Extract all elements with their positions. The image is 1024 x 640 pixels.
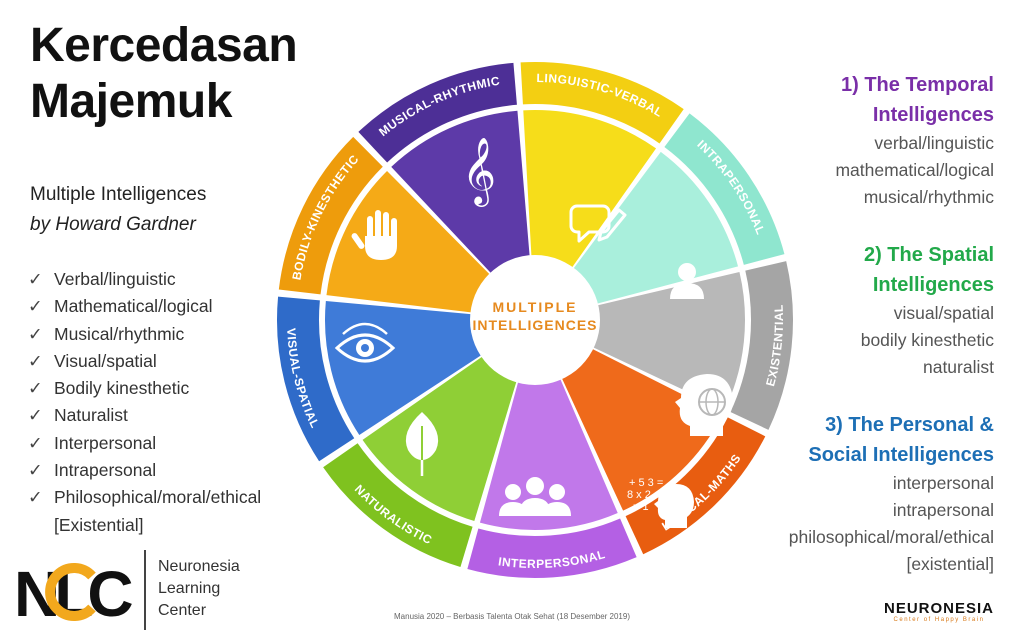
list-item: ✓ Naturalist <box>28 402 261 429</box>
group-icon <box>499 477 571 516</box>
head-globe-icon <box>675 374 733 436</box>
wheel-band-linguistic-verbal <box>520 62 684 144</box>
wheel-center-line-1: MULTIPLE <box>493 299 578 315</box>
treble-clef-icon: 𝄞 <box>462 136 496 207</box>
math-text-1: + 5 3 = <box>629 477 663 489</box>
list-item: ✓ Interpersonal <box>28 430 261 457</box>
group-item: naturalist <box>922 357 994 377</box>
check-icon: ✓ <box>28 460 43 481</box>
subtitle: Multiple Intelligences by Howard Gardner <box>30 180 206 240</box>
group-item: [existential] <box>906 554 994 574</box>
logo-divider <box>144 550 146 630</box>
group-heading: 2) The Spatial Intelligences <box>861 240 994 300</box>
group-heading-line-2: Intelligences <box>872 104 994 126</box>
wheel-segment-logical-maths <box>558 344 723 511</box>
list-item-label: Philosophical/moral/ethical <box>54 487 262 508</box>
check-icon: ✓ <box>28 269 43 289</box>
hand-icon <box>351 210 397 260</box>
check-icon: ✓ <box>28 432 43 453</box>
group-item: visual/spatial <box>893 303 994 323</box>
list-item-label: Mathematical/logical <box>54 296 213 317</box>
wheel-band-logical-maths <box>625 417 766 555</box>
list-item-label: Visual/spatial <box>54 350 157 371</box>
check-icon: ✓ <box>28 323 43 344</box>
speech-pencil-icon <box>569 204 627 243</box>
logo-line-2: Learning <box>158 580 221 597</box>
group-item: musical/rhythmic <box>863 187 994 207</box>
neuronesia-brand: NEURONESIA Center of Happy Brain <box>884 600 994 623</box>
list-item: ✓ Intrapersonal <box>28 457 261 484</box>
wheel-band-visual-spatial <box>277 296 355 462</box>
list-item-label: Interpersonal <box>54 432 157 453</box>
list-item-label: Intrapersonal <box>54 460 157 481</box>
wheel-segment-musical-rhythmic <box>391 110 531 280</box>
check-icon: ✓ <box>28 378 43 399</box>
subtitle-author: by Howard Gardner <box>30 214 196 235</box>
eye-icon <box>334 322 396 363</box>
list-item-label: Naturalist <box>54 405 128 426</box>
group-item: philosophical/moral/ethical <box>788 527 994 547</box>
wheel-segment-linguistic-verbal <box>523 110 657 276</box>
wheel-segment-bodily-kinesthetic <box>326 170 497 314</box>
leaf-icon <box>405 412 439 476</box>
wheel-band-bodily-kinesthetic <box>278 136 383 295</box>
list-item: ✓ Visual/spatial <box>28 348 261 375</box>
logo-text: Neuronesia Learning Center <box>158 556 240 622</box>
check-icon: ✓ <box>28 350 43 371</box>
wheel-center-line-2: INTELLIGENCES <box>472 317 597 333</box>
group-item: verbal/linguistic <box>874 133 994 153</box>
wheel-band-existential <box>730 261 793 430</box>
group-heading-line-1: 2) The Spatial <box>863 244 994 266</box>
list-item-label: Musical/rhythmic <box>54 323 185 344</box>
brand-tagline: Center of Happy Brain <box>893 617 985 623</box>
intelligences-wheel: LINGUISTIC-VERBALINTRAPERSONALEXISTENTIA… <box>277 62 793 578</box>
list-item: ✓ Verbal/linguistic <box>28 266 261 293</box>
group-heading-line-1: 3) The Personal & <box>825 414 994 436</box>
group-heading: 3) The Personal & Social Intelligences <box>789 410 994 470</box>
title-line-1: Kercedasan <box>30 19 298 72</box>
logo-line-1: Neuronesia <box>158 558 240 575</box>
check-icon: ✓ <box>28 296 43 317</box>
head-numbers-icon: + 5 3 = 8 x 2 = 1 <box>627 477 694 528</box>
logo-line-3: Center <box>158 602 207 619</box>
list-item-label: Bodily kinesthetic <box>54 378 190 399</box>
math-text-3: = 1 <box>633 501 649 513</box>
check-icon: ✓ <box>28 487 43 508</box>
wheel-band-interpersonal <box>467 518 637 578</box>
list-item: ✓ Philosophical/moral/ethical <box>28 484 261 511</box>
group-item: bodily kinesthetic <box>860 330 994 350</box>
group-item: interpersonal <box>892 473 994 493</box>
group-heading-line-1: 1) The Temporal <box>841 74 994 96</box>
check-icon: ✓ <box>28 405 43 426</box>
brand-name: NEURONESIA <box>883 600 994 617</box>
wheel-segment-naturalistic <box>362 351 520 522</box>
list-item: ✓ Mathematical/logical <box>28 293 261 320</box>
personal-social-group: 3) The Personal & Social Intelligences i… <box>789 410 994 578</box>
title-line-2: Majemuk <box>30 75 232 128</box>
group-heading-line-2: Social Intelligences <box>808 444 994 466</box>
list-item: ✓ Bodily kinesthetic <box>28 375 261 402</box>
temporal-group: 1) The Temporal Intelligences verbal/lin… <box>835 70 994 211</box>
wheel-band-intrapersonal <box>664 113 785 265</box>
nlc-logo: NLC Neuronesia Learning Center <box>14 550 244 632</box>
group-item: intrapersonal <box>892 500 994 520</box>
nlc-logo-mark: NLC <box>14 558 134 624</box>
math-text-2: 8 x 2 <box>627 489 651 501</box>
list-item: ✓ Musical/rhythmic <box>28 321 261 348</box>
wheel-center: MULTIPLE INTELLIGENCES <box>470 255 600 385</box>
wheel-band-naturalistic <box>323 443 473 567</box>
group-item: mathematical/logical <box>835 160 994 180</box>
subtitle-line-1: Multiple Intelligences <box>30 184 207 205</box>
footer-caption: Manusia 2020 – Berbasis Talenta Otak Seh… <box>394 612 630 621</box>
group-heading: 1) The Temporal Intelligences <box>835 70 994 130</box>
wheel-segment-intrapersonal <box>567 151 739 306</box>
person-icon <box>670 263 704 299</box>
page-title: Kercedasan Majemuk <box>30 18 350 130</box>
group-heading-line-2: Intelligences <box>872 274 994 296</box>
intelligence-checklist: ✓ Verbal/linguistic ✓ Mathematical/logical… <box>28 266 261 539</box>
list-item-continuation: [Existential] <box>54 514 144 535</box>
spatial-group: 2) The Spatial Intelligences visual/spat… <box>861 240 994 381</box>
list-item-label: Verbal/linguistic <box>54 269 176 289</box>
wheel-band-musical-rhythmic <box>358 62 517 163</box>
